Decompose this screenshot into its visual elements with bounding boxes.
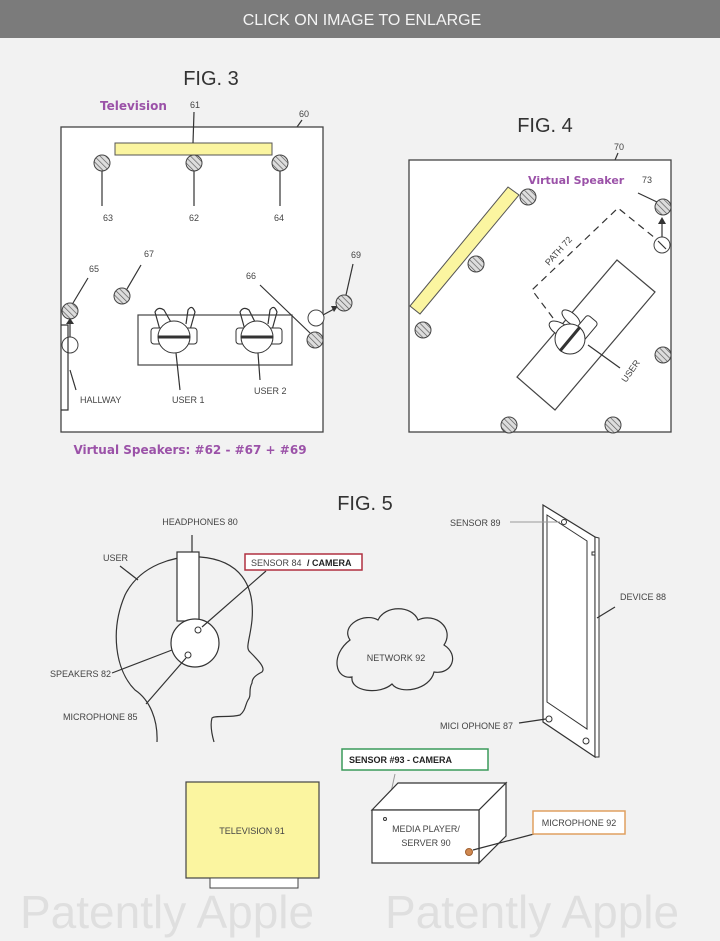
ref-65: 65 [89,264,99,274]
microphone-92 [465,848,473,856]
sensor84-box [244,553,363,571]
headphones-label: HEADPHONES 80 [162,517,238,527]
device-88 [542,503,600,759]
speaker-63 [93,154,111,172]
headphones-cup [170,618,220,668]
enlarge-banner[interactable] [0,0,720,38]
sensor84-camera-label: / CAMERA [307,558,352,568]
speaker-66 [306,331,324,349]
hallway-label: HALLWAY [80,395,121,405]
network-cloud [336,608,454,692]
enlarge-banner-text[interactable]: CLICK ON IMAGE TO ENLARGE [243,12,482,29]
fig3-caption: Virtual Speakers: #62 - #67 + #69 [73,443,306,457]
speakers [414,188,672,434]
speaker [414,321,432,339]
user-2 [235,306,283,381]
sensor-89 [561,519,567,525]
fig5: FIG. 5 HEADPHONES 80 USER SENSOR 84 / CA… [50,493,666,889]
sensor93-label: SENSOR #93 - CAMERA [349,755,453,765]
sensor89-label: SENSOR 89 [450,518,501,528]
speaker-65 [61,302,79,320]
television-91 [185,781,320,879]
virtual-speaker-73 [654,198,672,216]
microphone87-label: MICI OPHONE 87 [440,721,513,731]
ref-70: 70 [614,142,624,152]
media-player-90 [370,781,508,865]
network-label: NETWORK 92 [367,653,426,663]
speaker [654,346,672,364]
couch [137,314,293,366]
microphone92-label: MICROPHONE 92 [542,818,617,828]
watermark: Patently Apple [20,886,314,938]
speaker-67 [113,287,131,305]
path-72 [531,207,656,319]
television [409,186,520,315]
ref-64: 64 [274,213,284,223]
speaker-62 [185,154,203,172]
user2-label: USER 2 [254,386,287,396]
room-60 [60,126,324,433]
television91-label: TELEVISION 91 [219,826,285,836]
media-player-label-1: MEDIA PLAYER/ [392,824,460,834]
fig4: FIG. 4 70 Virtual Speaker 73 PATH 72 [408,115,672,434]
television-61 [114,142,273,156]
speaker-64 [271,154,289,172]
ref-61: 61 [190,100,200,110]
ref-67: 67 [144,249,154,259]
television-stand [209,877,299,889]
user-label: USER [103,553,129,563]
user [548,309,621,369]
ref-66: 66 [246,271,256,281]
ref-62: 62 [189,213,199,223]
media-player-label-2: SERVER 90 [401,838,450,848]
user1-label: USER 1 [172,395,205,405]
speaker-position [307,309,325,327]
speaker-69 [335,294,353,312]
fig5-title: FIG. 5 [337,493,393,515]
speaker [500,416,518,434]
watermark: Patently Apple [385,886,679,938]
fig3-tv-label: Television [100,99,167,113]
fig3: FIG. 3 Television 61 60 63 62 64 67 65 H… [60,68,361,457]
virtual-speaker-label: Virtual Speaker [528,174,625,187]
speaker [604,416,622,434]
sensor93-box [341,748,489,771]
microphone-87 [545,715,553,723]
ref-69: 69 [351,250,361,260]
fig3-title: FIG. 3 [183,68,239,90]
speaker [519,188,537,206]
microphone-85 [184,651,192,659]
speakers-front: 63 62 64 [93,154,289,223]
microphone92-box [532,810,626,835]
ref-63: 63 [103,213,113,223]
device88-label: DEVICE 88 [620,592,666,602]
speaker [467,255,485,273]
headphones-band [176,551,200,622]
microphone85-label: MICROPHONE 85 [63,712,138,722]
ref-60: 60 [299,109,309,119]
speaker-position [61,336,79,354]
fig4-title: FIG. 4 [517,115,573,137]
speakers-label: SPEAKERS 82 [50,669,111,679]
user-1 [150,306,198,391]
sensor84-label: SENSOR 84 [251,558,302,568]
sensor-84 [194,626,202,634]
ref-73: 73 [642,175,652,185]
